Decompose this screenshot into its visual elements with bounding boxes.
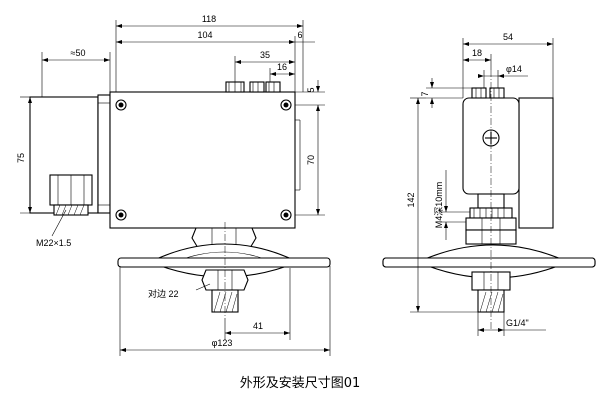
dim-142: 142 <box>406 192 416 207</box>
dim-41: 41 <box>253 321 263 331</box>
dim-18: 18 <box>472 48 482 58</box>
label-g14: G1/4" <box>506 318 529 328</box>
label-m22: M22×1.5 <box>36 238 71 248</box>
side-backplate <box>518 97 554 229</box>
dim-5: 5 <box>306 87 316 92</box>
dim-118: 118 <box>202 14 216 24</box>
front-dimensions: 118 104 6 35 16 ≈50 75 5 70 M22×1.5 对边 2… <box>16 14 331 356</box>
dim-6: 6 <box>297 30 302 40</box>
screw-icon <box>115 99 292 221</box>
dim-70: 70 <box>306 155 316 165</box>
dim-75: 75 <box>16 153 26 163</box>
label-flat22: 对边 22 <box>148 288 179 299</box>
dim-16: 16 <box>277 62 287 72</box>
dim-7: 7 <box>420 91 430 96</box>
side-box-flange <box>97 94 111 214</box>
main-housing <box>109 91 296 229</box>
side-view <box>382 70 596 330</box>
front-view <box>29 81 331 318</box>
adjust-knobs <box>225 81 281 93</box>
dim-104: 104 <box>197 30 212 40</box>
side-dimensions: 54 18 φ14 7 142 M4深10mm <box>406 32 554 336</box>
dim-35: 35 <box>260 50 270 60</box>
figure-caption: 外形及安装尺寸图01 <box>239 376 361 391</box>
flange-plate <box>117 257 331 268</box>
dim-123: φ123 <box>212 338 233 348</box>
label-m4-depth: M4深10mm <box>434 182 444 229</box>
dim-50: ≈50 <box>71 48 86 58</box>
dim-phi14: φ14 <box>506 64 522 74</box>
dim-54: 54 <box>503 32 513 42</box>
